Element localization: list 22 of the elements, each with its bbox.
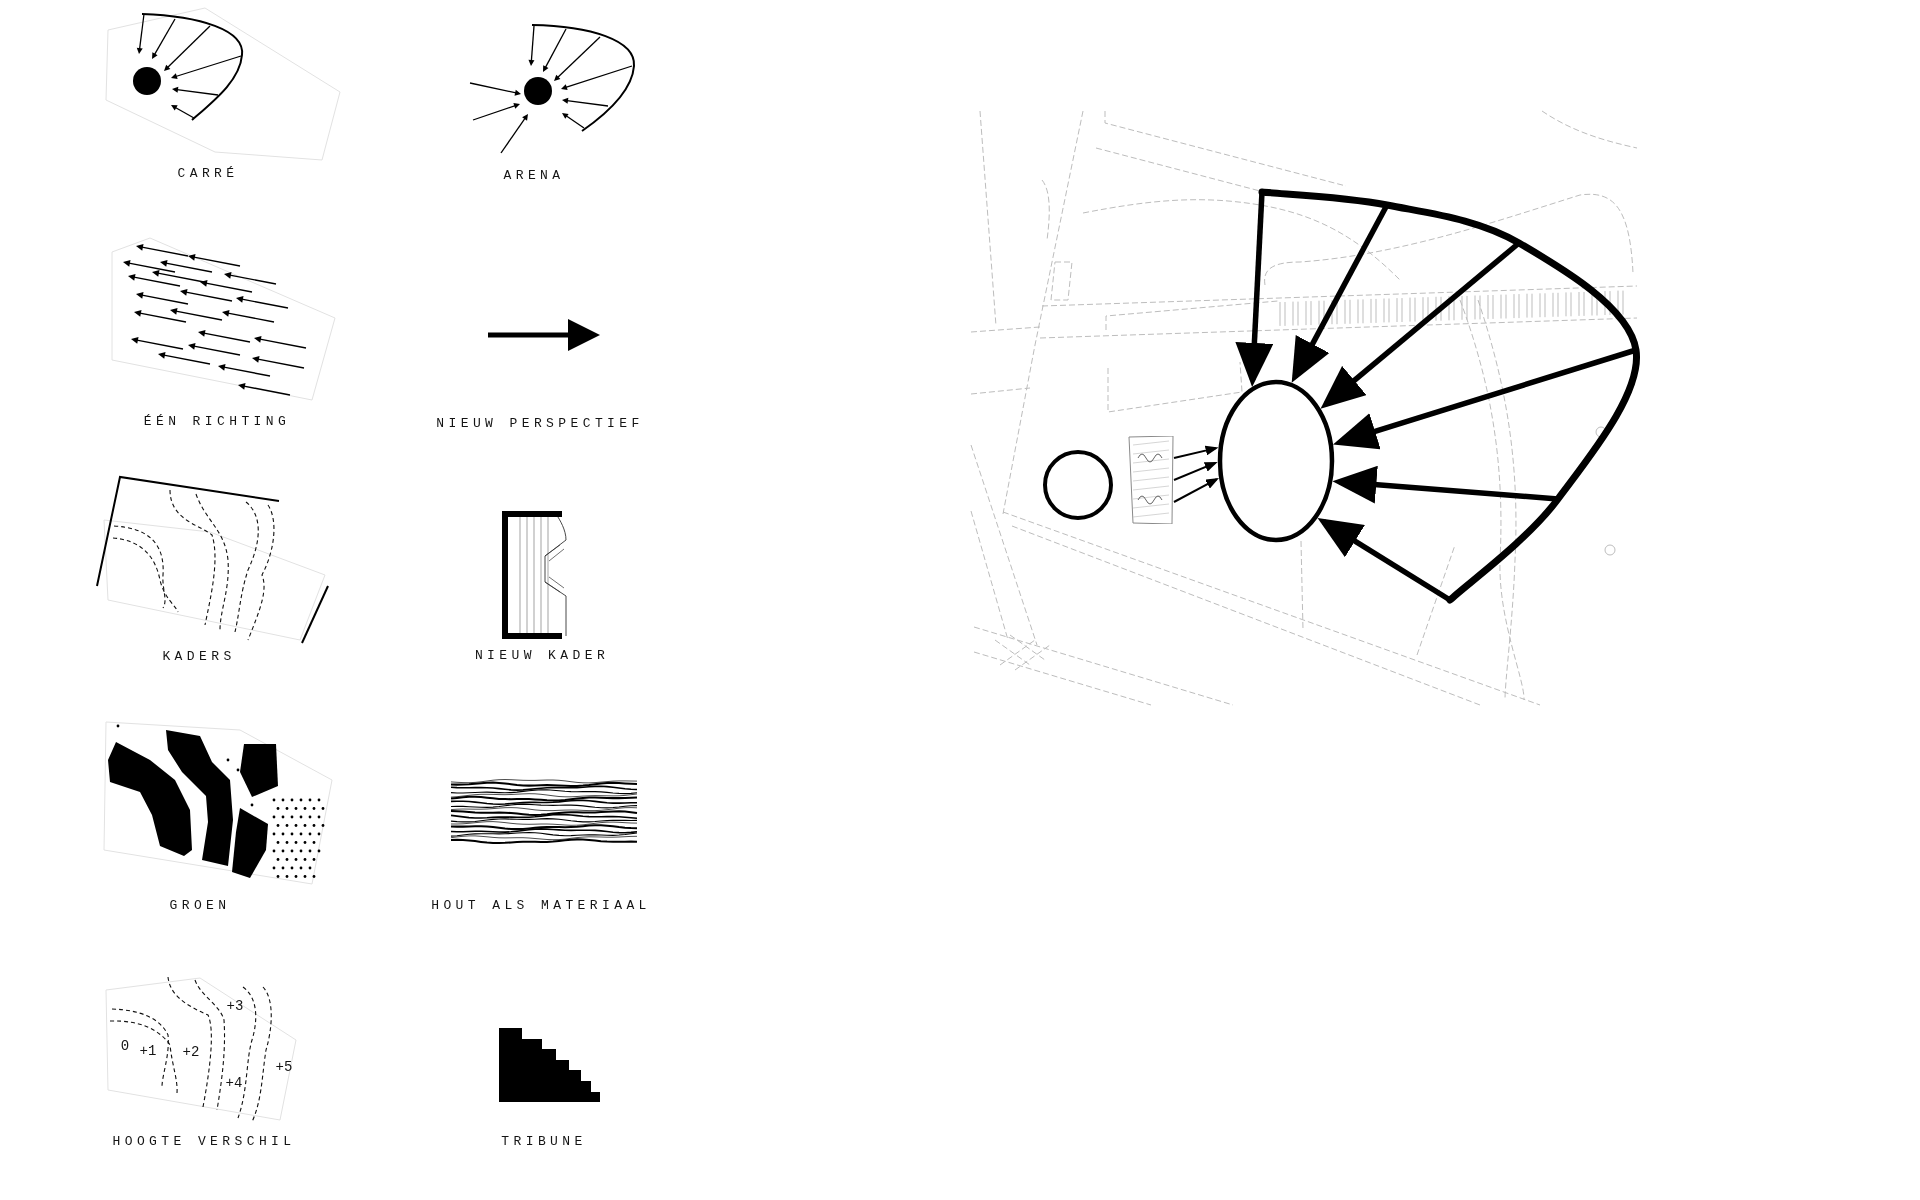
height-value: 0 [120, 1039, 130, 1053]
pictogram-caption: HOOGTE VERSCHIL [112, 1134, 296, 1148]
hatched-block [1126, 436, 1174, 524]
pictogram-caption: TRIBUNE [501, 1134, 587, 1148]
pictogram-caption: ÉÉN RICHTING [143, 414, 291, 428]
pictogram-caption: NIEUW PERSPECTIEF [436, 416, 644, 430]
height-value: +5 [275, 1060, 293, 1074]
arrow [1173, 445, 1219, 459]
height-value: +1 [139, 1044, 157, 1058]
arrow [1173, 461, 1218, 481]
pictogram-caption: GROEN [169, 898, 231, 912]
arrow [1317, 517, 1452, 603]
pictogram-caption: HOUT ALS MATERIAAL [431, 898, 651, 912]
height-value: +2 [182, 1045, 200, 1059]
pictogram-caption: ARENA [503, 168, 565, 182]
pictogram-caption: KADERS [162, 649, 236, 663]
pictogram-caption: CARRÉ [177, 166, 239, 180]
arrow [1173, 478, 1219, 503]
height-value: +3 [226, 999, 244, 1013]
pictogram-caption: NIEUW KADER [474, 648, 610, 662]
height-value: +4 [225, 1076, 243, 1090]
ellipse-outline [1217, 379, 1335, 543]
